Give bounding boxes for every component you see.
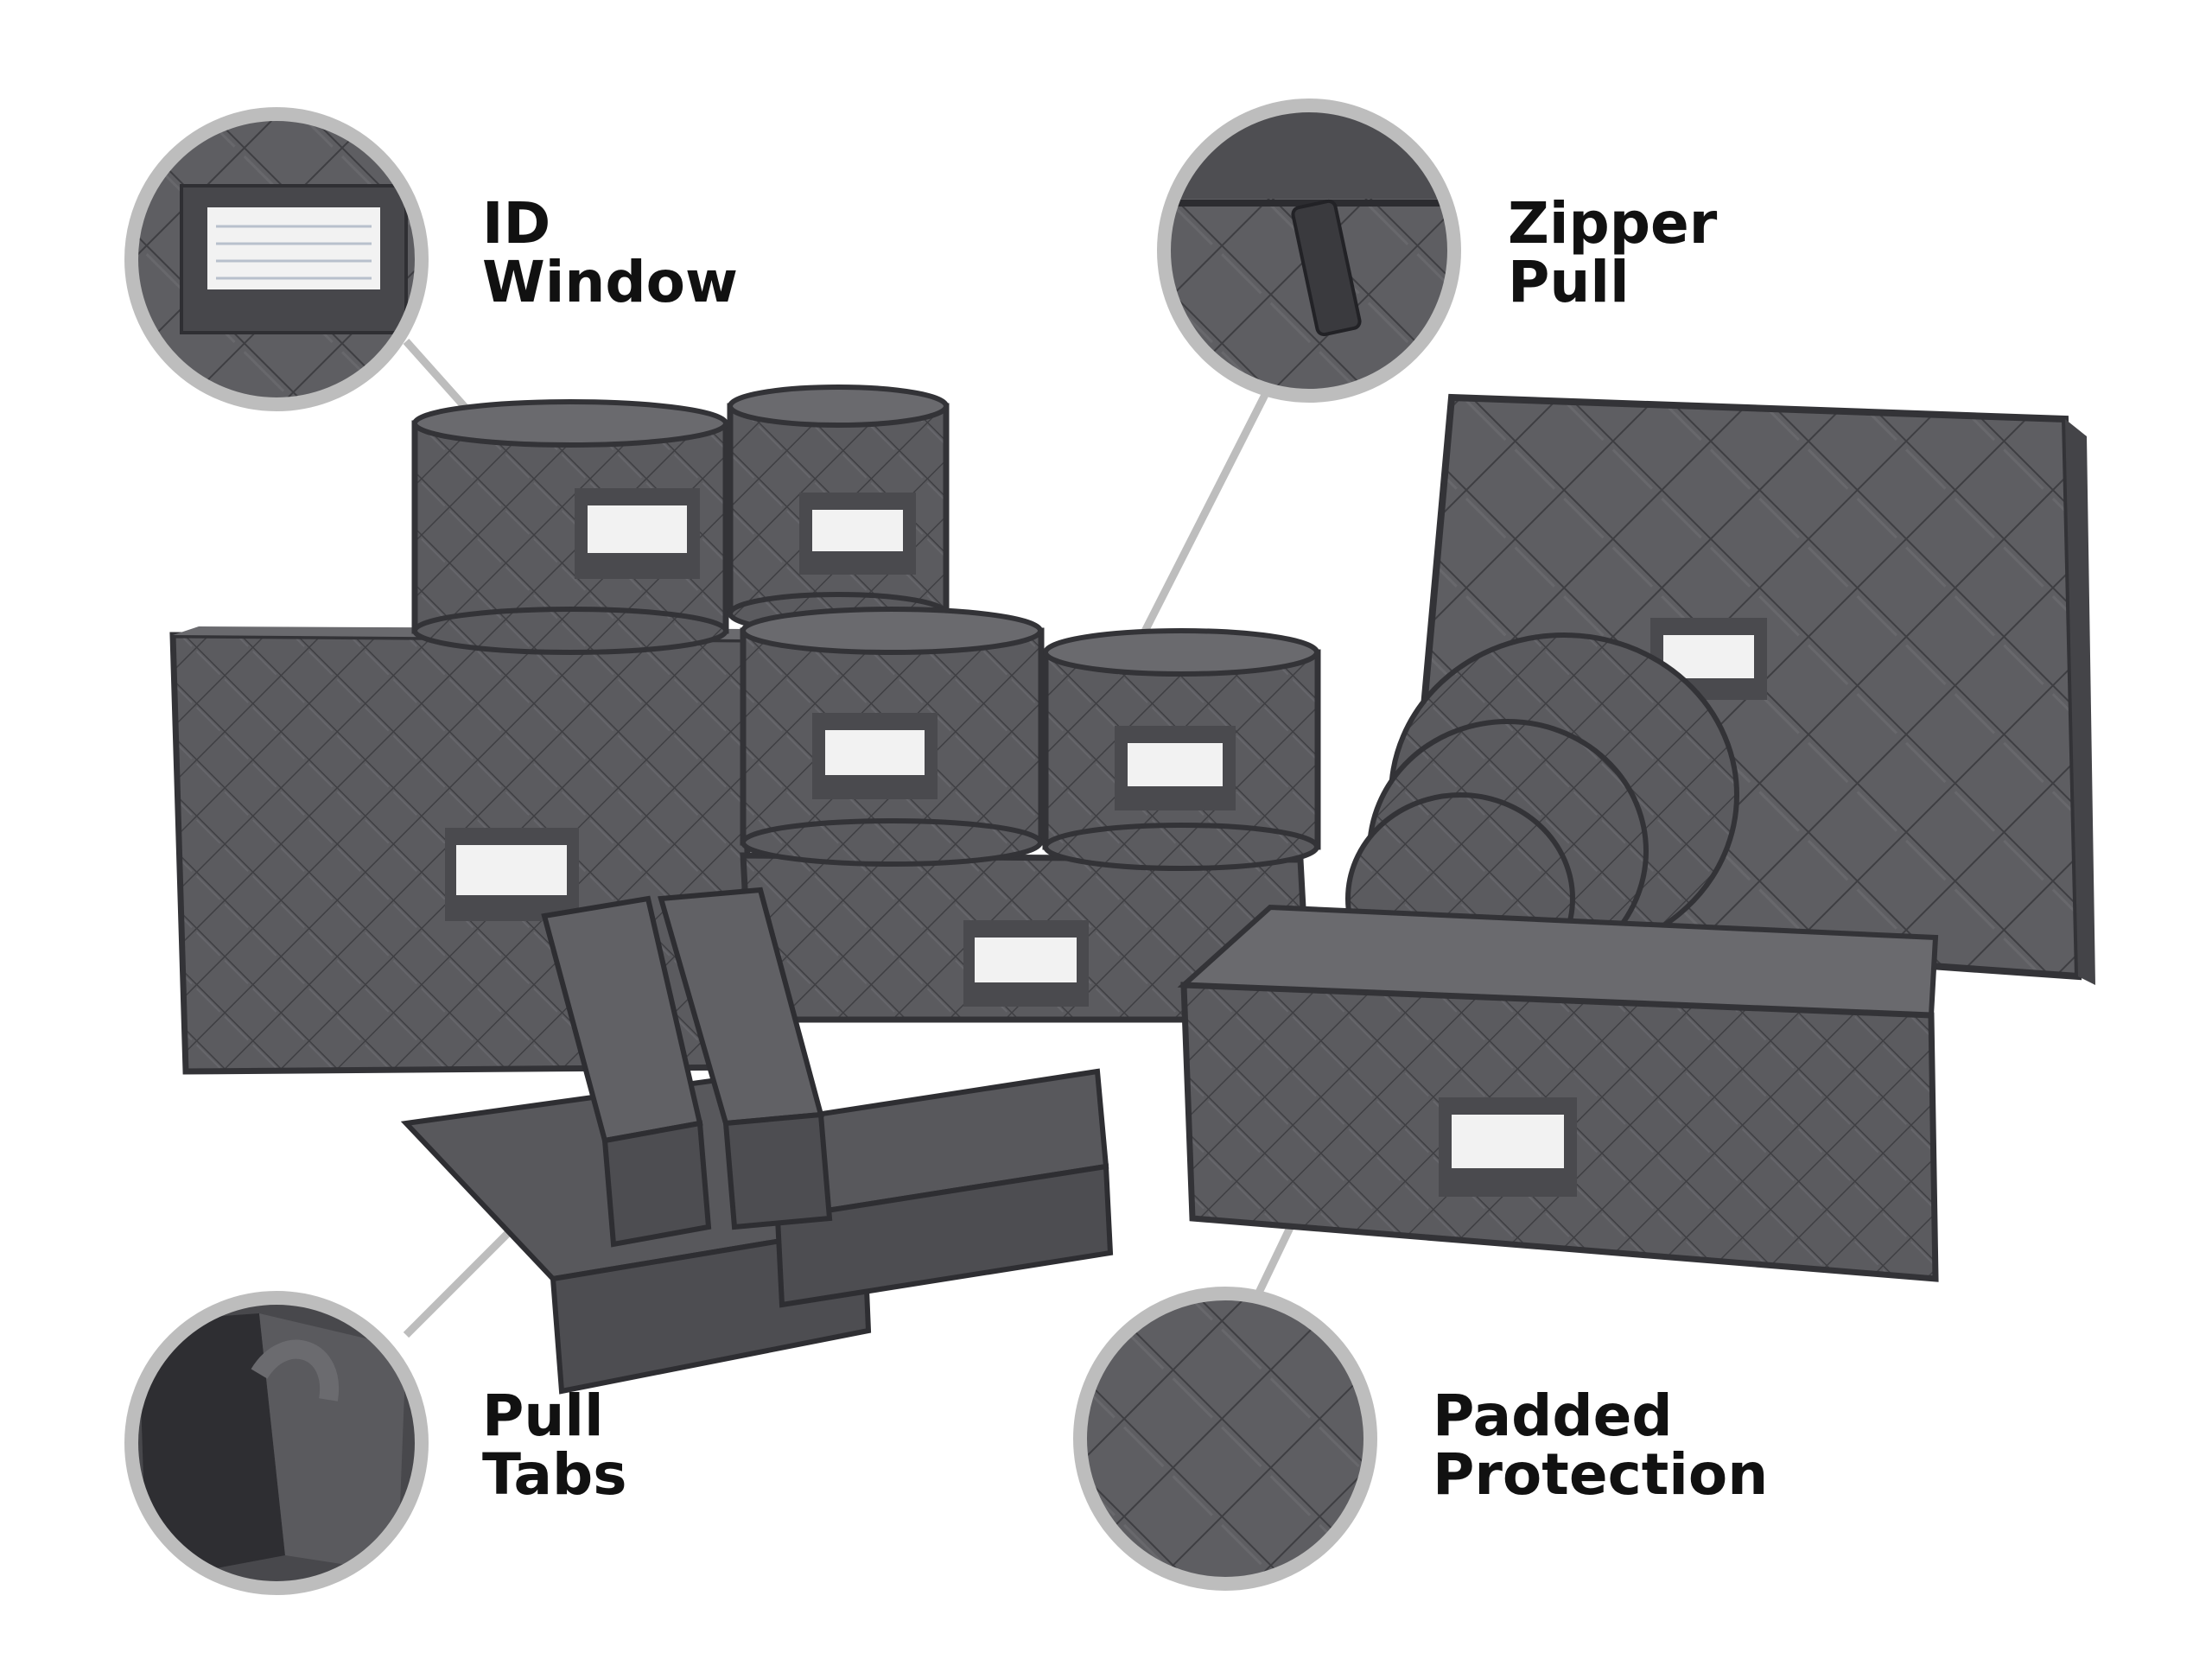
round-case-top-right	[727, 385, 950, 635]
callout-circle-zipper-pull	[1157, 99, 1461, 403]
callout-circle-id-window	[124, 107, 429, 411]
storage-trays	[400, 887, 1114, 1395]
zipper-pull-tab	[1291, 199, 1362, 337]
zipper-pull-line1: Zipper	[1508, 190, 1718, 257]
round-case-top-left	[411, 399, 729, 655]
leader-zipper-pull	[1128, 391, 1270, 659]
callout-circle-padded	[1073, 1287, 1377, 1591]
round-case-middle	[740, 607, 1045, 867]
pull-tabs-line2: Tabs	[482, 1441, 627, 1508]
id-window-line1: ID	[482, 190, 551, 257]
front-right-case	[1177, 904, 1939, 1282]
pull-tabs-line1: Pull	[482, 1382, 604, 1449]
padded-line1: Padded	[1433, 1382, 1673, 1449]
padded-line2: Protection	[1433, 1441, 1769, 1508]
callout-label-id-window: ID Window	[482, 194, 738, 312]
id-window-line2: Window	[482, 249, 738, 315]
middle-flat-case	[740, 852, 1313, 1023]
pull-tab-loop	[251, 1339, 340, 1402]
zipper-pull-line2: Pull	[1508, 249, 1630, 315]
callout-label-padded: Padded Protection	[1433, 1387, 1768, 1504]
callout-label-pull-tabs: Pull Tabs	[482, 1387, 627, 1504]
round-case-right	[1042, 628, 1321, 871]
callout-circle-pull-tabs	[124, 1291, 429, 1595]
callout-label-zipper-pull: Zipper Pull	[1508, 194, 1717, 312]
